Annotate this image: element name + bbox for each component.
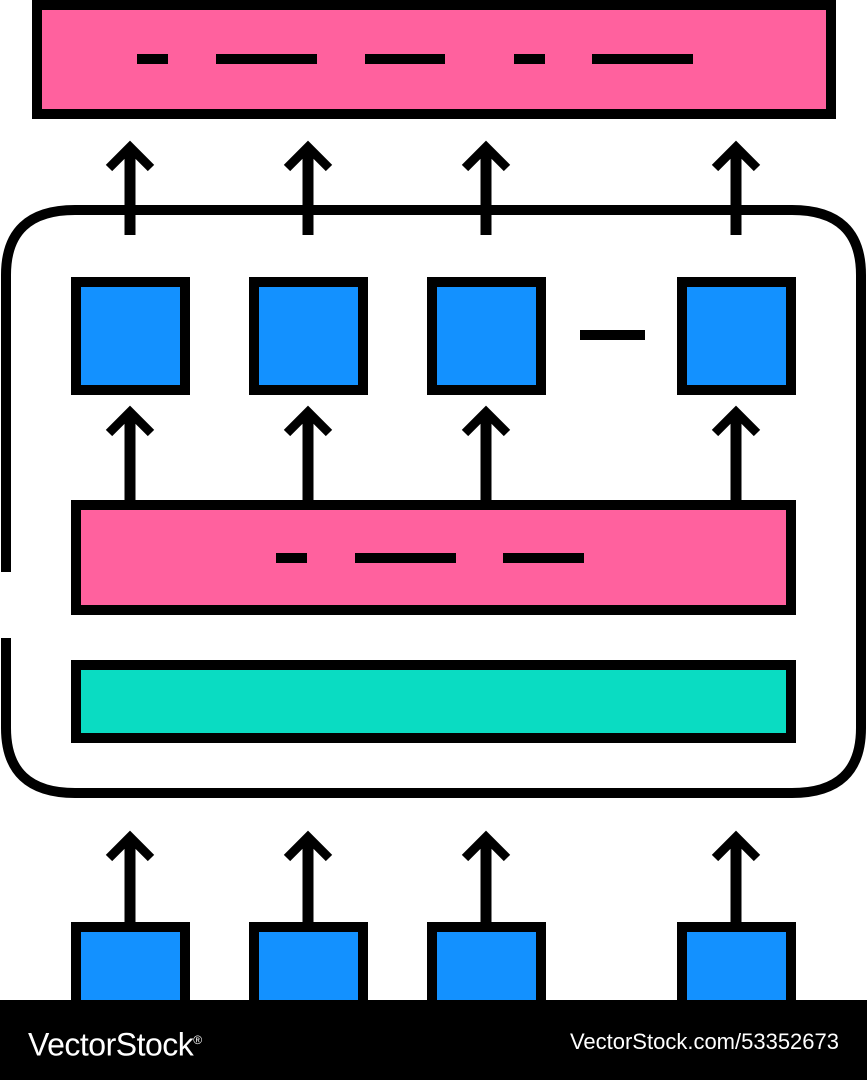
hidden-state-box <box>427 277 546 395</box>
output-bar <box>32 0 836 119</box>
hidden-state-box <box>677 277 796 395</box>
up-arrow-icon <box>109 147 151 235</box>
up-arrow-icon <box>715 837 757 925</box>
input-arrows <box>109 837 757 925</box>
up-arrow-icon <box>287 837 329 925</box>
input-token-box <box>249 922 368 1000</box>
up-arrow-icon <box>715 412 757 500</box>
up-arrow-icon <box>287 147 329 235</box>
registered-mark: ® <box>193 1033 202 1047</box>
image-id: VectorStock.com/53352673 <box>569 1029 839 1054</box>
brand-logo: VectorStock® <box>28 1020 202 1065</box>
hidden-state-boxes <box>71 277 796 395</box>
attention-layer-bar <box>71 500 796 615</box>
hidden-state-box <box>249 277 368 395</box>
brand-name: VectorStock <box>28 1026 194 1063</box>
embedding-layer-bar <box>71 660 796 743</box>
input-token-box <box>427 922 546 1000</box>
input-token-box <box>71 922 190 1000</box>
up-arrow-icon <box>465 147 507 235</box>
up-arrow-icon <box>465 837 507 925</box>
input-token-box <box>677 922 796 1000</box>
up-arrow-icon <box>109 837 151 925</box>
input-token-boxes <box>71 922 796 1000</box>
up-arrow-icon <box>287 412 329 500</box>
transformer-diagram <box>1 0 866 1000</box>
watermark-footer: VectorStock® VectorStock.com/53352673 <box>0 1000 867 1080</box>
hidden-state-box <box>71 277 190 395</box>
top-arrows <box>109 147 757 235</box>
up-arrow-icon <box>715 147 757 235</box>
encoder-block-outline <box>1 205 866 798</box>
up-arrow-icon <box>465 412 507 500</box>
up-arrow-icon <box>109 412 151 500</box>
middle-arrows <box>109 412 757 500</box>
